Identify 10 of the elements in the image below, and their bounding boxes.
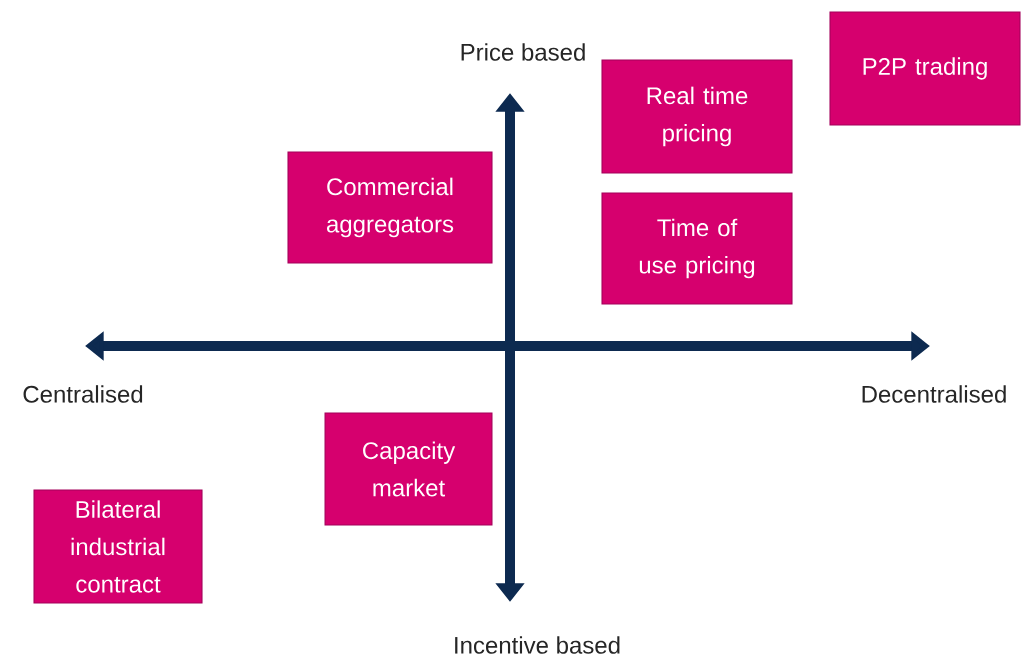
category-box: Real time pricing <box>601 59 793 174</box>
axis-label: Price based <box>461 43 585 61</box>
category-box: Commercial aggregators <box>287 151 493 264</box>
axis-label: Incentive based <box>455 636 620 654</box>
axis-label: Decentralised <box>862 385 1006 403</box>
category-box: P2P trading <box>829 11 1021 126</box>
category-box: Capacity market <box>324 412 493 526</box>
category-box: Bilateral industrial contract <box>33 489 203 604</box>
category-box: Time of use pricing <box>601 192 793 305</box>
axis-label: Centralised <box>23 385 143 403</box>
